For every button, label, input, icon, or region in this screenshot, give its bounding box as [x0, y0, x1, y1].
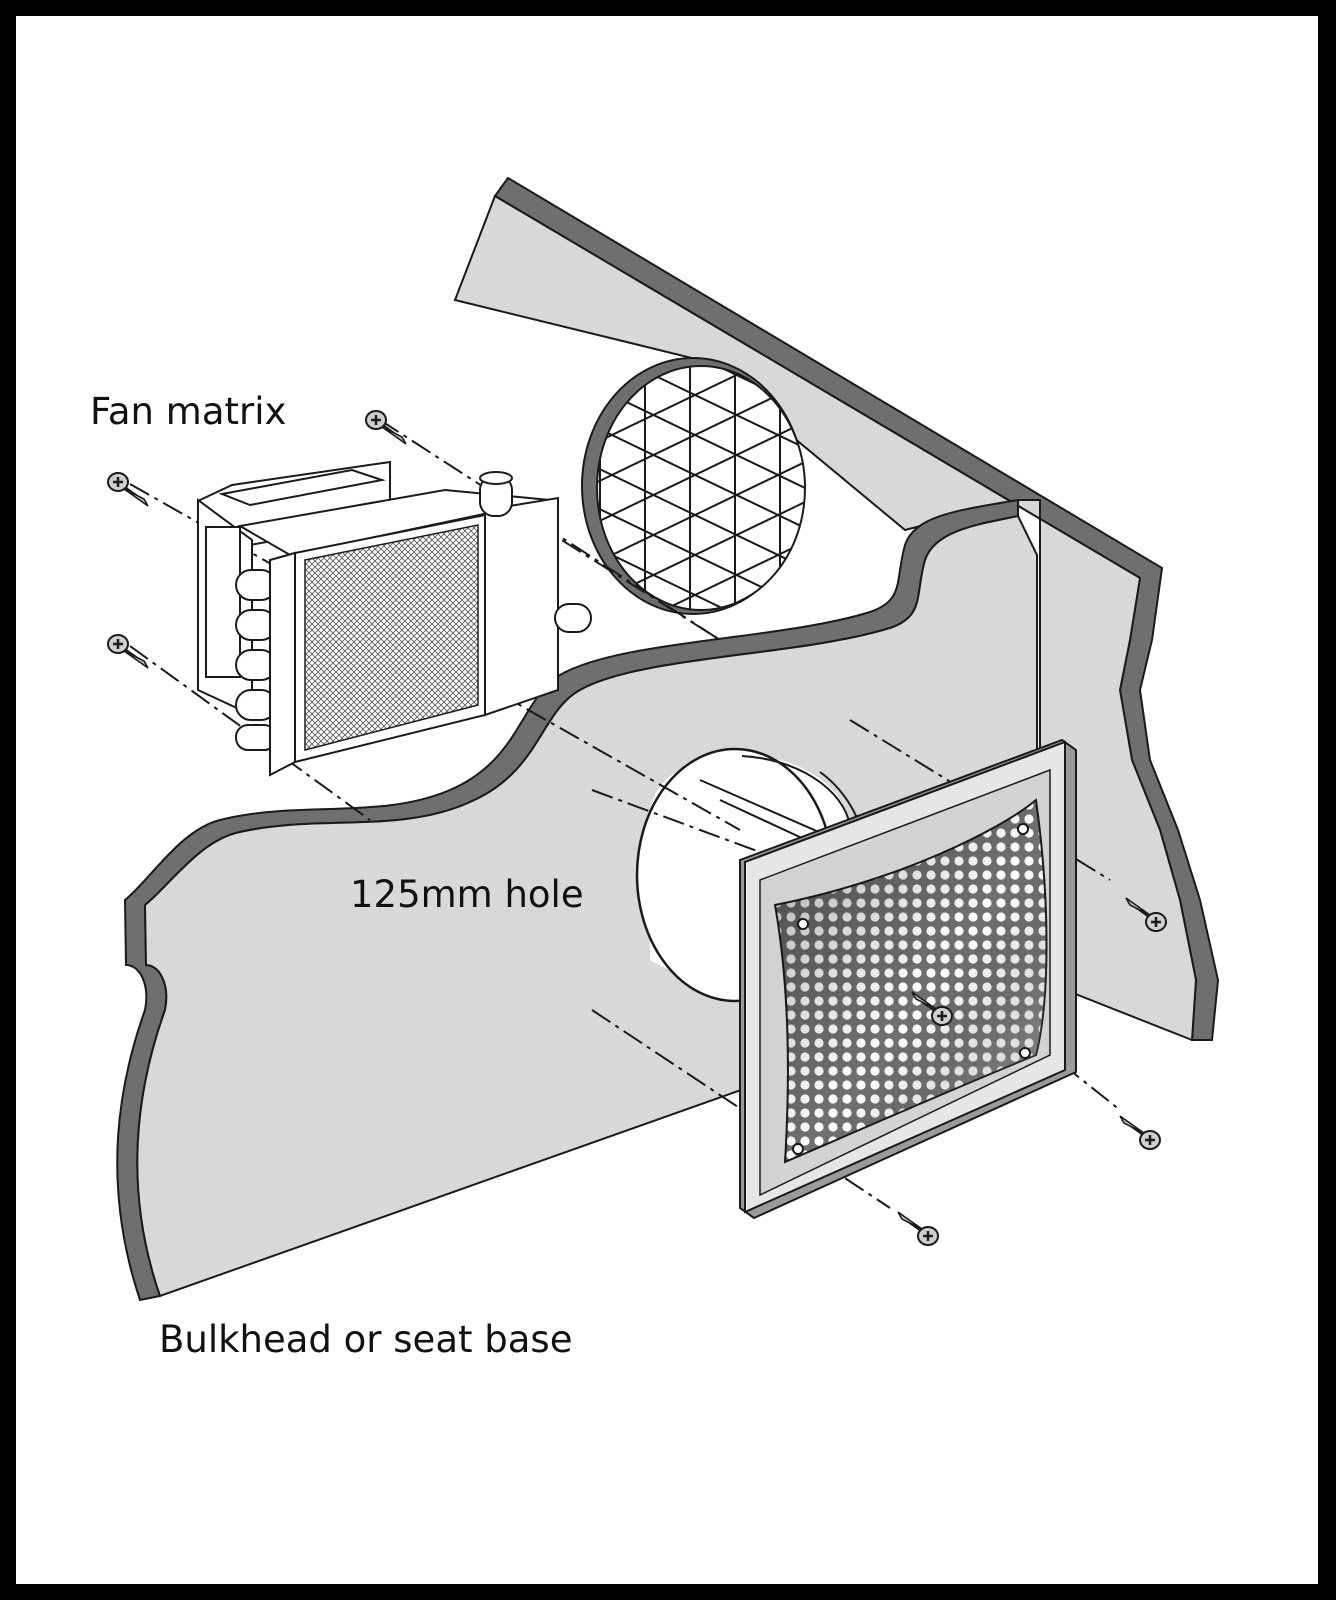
fan-matrix-unit [197, 460, 592, 777]
mesh-grid [597, 366, 805, 610]
label-fan-matrix: Fan matrix [90, 390, 287, 433]
screw-icon [1118, 1114, 1162, 1151]
screw-icon [106, 471, 150, 508]
screw-icon [106, 633, 150, 670]
perforated-grille [739, 738, 1077, 1220]
label-125mm-hole: 125mm hole [350, 873, 584, 916]
screw-icon [364, 409, 408, 446]
diagram-frame: Fan matrix 125mm hole Bulkhead or seat b… [16, 16, 1318, 1584]
back-bulkhead-panel [453, 176, 1220, 1042]
installation-diagram [106, 176, 1220, 1302]
label-bulkhead-or-seat-base: Bulkhead or seat base [159, 1318, 573, 1361]
screw-icon [896, 1210, 940, 1247]
